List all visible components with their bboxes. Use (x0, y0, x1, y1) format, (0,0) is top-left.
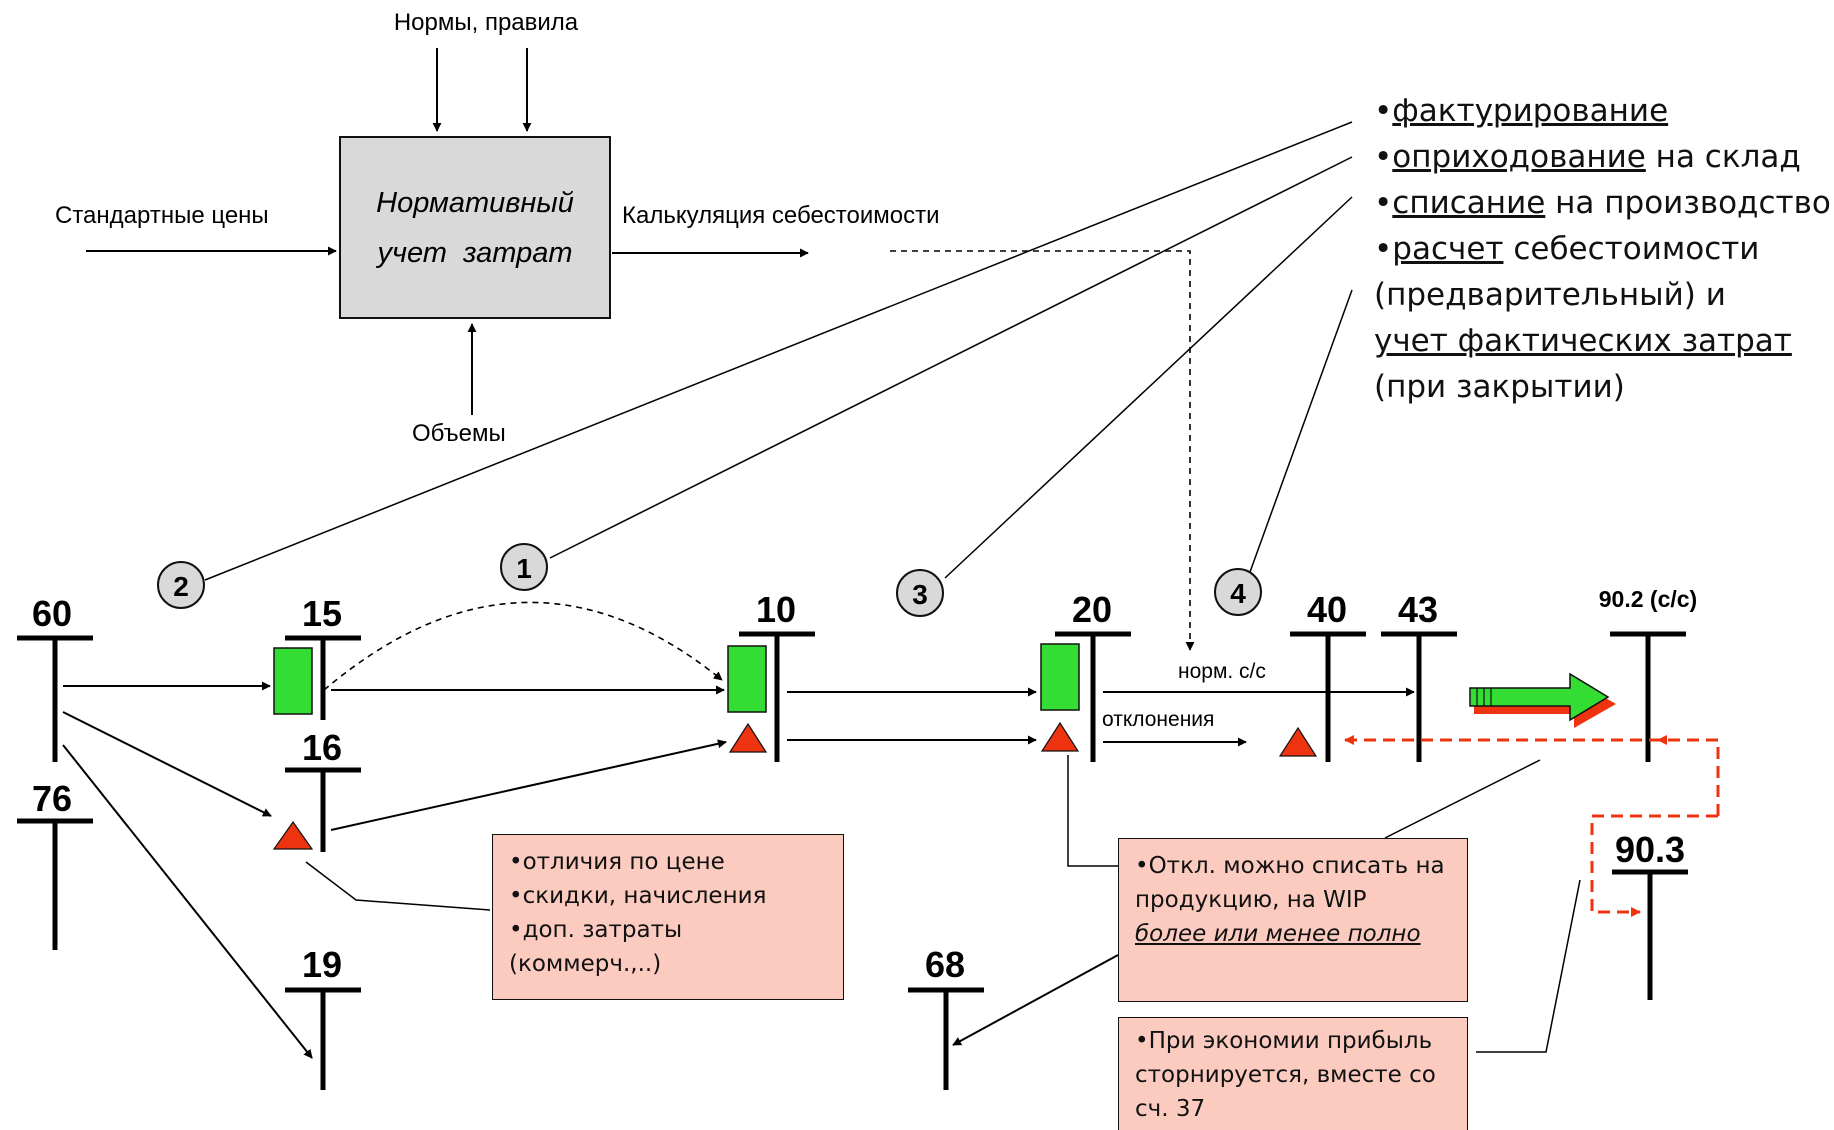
account-label-10: 10 (756, 589, 796, 630)
deviation-marker-20 (1040, 721, 1080, 752)
account-label-16: 16 (302, 727, 342, 768)
flow-15-to-10-dashed (323, 601, 723, 691)
account-label-76: 76 (32, 778, 72, 819)
account-label-40: 40 (1307, 589, 1347, 630)
callout-leader-40 (1384, 759, 1541, 839)
t-account-90-3: 90.3 (1612, 829, 1688, 1000)
flow-note-to-68 (952, 954, 1119, 1046)
note-line: (коммерч.,..) (509, 951, 662, 977)
step-number-2: 2 (173, 571, 189, 602)
step-circle-1: 1 (500, 543, 548, 591)
step-circle-2: 2 (157, 561, 205, 609)
storno-line-to-90-3 (1590, 814, 1718, 917)
t-account-60: 60 (17, 593, 93, 762)
account-label-20: 20 (1072, 589, 1112, 630)
flow-16-to-10 (330, 739, 727, 831)
step-number-4: 4 (1230, 578, 1246, 609)
account-label-90-3: 90.3 (1615, 829, 1685, 870)
note-line: продукцию, на WIP (1135, 887, 1367, 913)
cost-calc-connector (890, 250, 1195, 651)
account-label-60: 60 (32, 593, 72, 634)
t-account-76: 76 (17, 778, 93, 950)
note-line: сторнируется, вместе со (1135, 1062, 1436, 1088)
box-title-line2: учет затрат (375, 237, 572, 269)
t-account-40: 40 (1290, 589, 1366, 762)
t-account-43: 43 (1381, 589, 1457, 762)
t-account-16: 16 (285, 727, 361, 852)
output-right-label: Калькуляция себестоимости (622, 202, 940, 229)
callout-leader-price (305, 861, 491, 911)
step-number-1: 1 (516, 553, 532, 584)
note-line: •Откл. можно списать на (1135, 853, 1445, 879)
account-label-68: 68 (925, 944, 965, 985)
standard-part-15 (273, 647, 313, 715)
t-account-20: 20 (1055, 589, 1131, 762)
account-label-43: 43 (1398, 589, 1438, 630)
account-label-90-2: 90.2 (с/с) (1599, 586, 1697, 612)
leader-line-3 (944, 196, 1353, 579)
note-price-differences: •отличия по цене •скидки, начисления •до… (492, 834, 844, 1000)
input-bottom-label: Объемы (412, 420, 506, 447)
note-line: •доп. затраты (509, 917, 683, 943)
process-list: •фактурирование •оприходование на склад … (1374, 88, 1831, 410)
deviations-label: отклонения (1102, 708, 1214, 731)
leader-line-2 (204, 121, 1353, 581)
account-label-15: 15 (302, 593, 342, 634)
normative-cost-box (339, 136, 611, 319)
process-item-actual-costs: учет фактических затрат (1374, 323, 1792, 359)
note-line: сч. 37 (1135, 1096, 1206, 1122)
note-deviation-writeoff: •Откл. можно списать на продукцию, на WI… (1118, 838, 1468, 1002)
process-item-receipt: •оприходование на склад (1374, 139, 1801, 175)
input-top-label: Нормы, правила (394, 9, 579, 36)
step-circle-4: 4 (1214, 568, 1262, 616)
process-item-writeoff: •списание на производство (1374, 185, 1831, 221)
transfer-arrow-icon (1469, 672, 1616, 728)
t-account-19: 19 (285, 944, 361, 1090)
t-account-15: 15 (285, 593, 361, 720)
box-title-line1: Нормативный (376, 187, 574, 219)
deviation-marker-10 (728, 722, 768, 753)
process-item-closing: (при закрытии) (1374, 369, 1625, 405)
note-line: •отличия по цене (509, 849, 725, 875)
step-number-3: 3 (912, 579, 928, 610)
t-account-68: 68 (908, 944, 984, 1090)
leader-line-4 (1249, 289, 1353, 573)
note-line: •При экономии прибыль (1135, 1028, 1433, 1054)
account-label-19: 19 (302, 944, 342, 985)
storno-line-to-40 (1344, 735, 1720, 816)
deviation-marker-40 (1278, 726, 1318, 757)
standard-part-10 (727, 645, 767, 713)
flow-60-to-19 (62, 744, 313, 1059)
note-line-emphasis: более или менее полно (1135, 921, 1421, 947)
step-circle-3: 3 (896, 569, 944, 617)
callout-leader-economy (1476, 879, 1581, 1053)
process-item-invoicing: •фактурирование (1374, 93, 1669, 129)
t-account-90-2: 90.2 (с/с) (1599, 586, 1697, 762)
standard-part-20 (1040, 643, 1080, 711)
process-item-preliminary: (предварительный) и (1374, 277, 1726, 313)
leader-line-1 (549, 156, 1353, 559)
callout-leader-writeoff (1067, 755, 1118, 867)
note-economy-storno: •При экономии прибыль сторнируется, вмес… (1118, 1017, 1468, 1130)
process-item-calc: •расчет себестоимости (1374, 231, 1760, 267)
norm-cost-label: норм. с/с (1178, 660, 1266, 683)
deviation-marker-16 (272, 820, 314, 850)
t-account-10: 10 (739, 589, 815, 762)
input-left-label: Стандартные цены (55, 202, 269, 229)
note-line: •скидки, начисления (509, 883, 767, 909)
flow-60-to-16 (62, 711, 272, 817)
